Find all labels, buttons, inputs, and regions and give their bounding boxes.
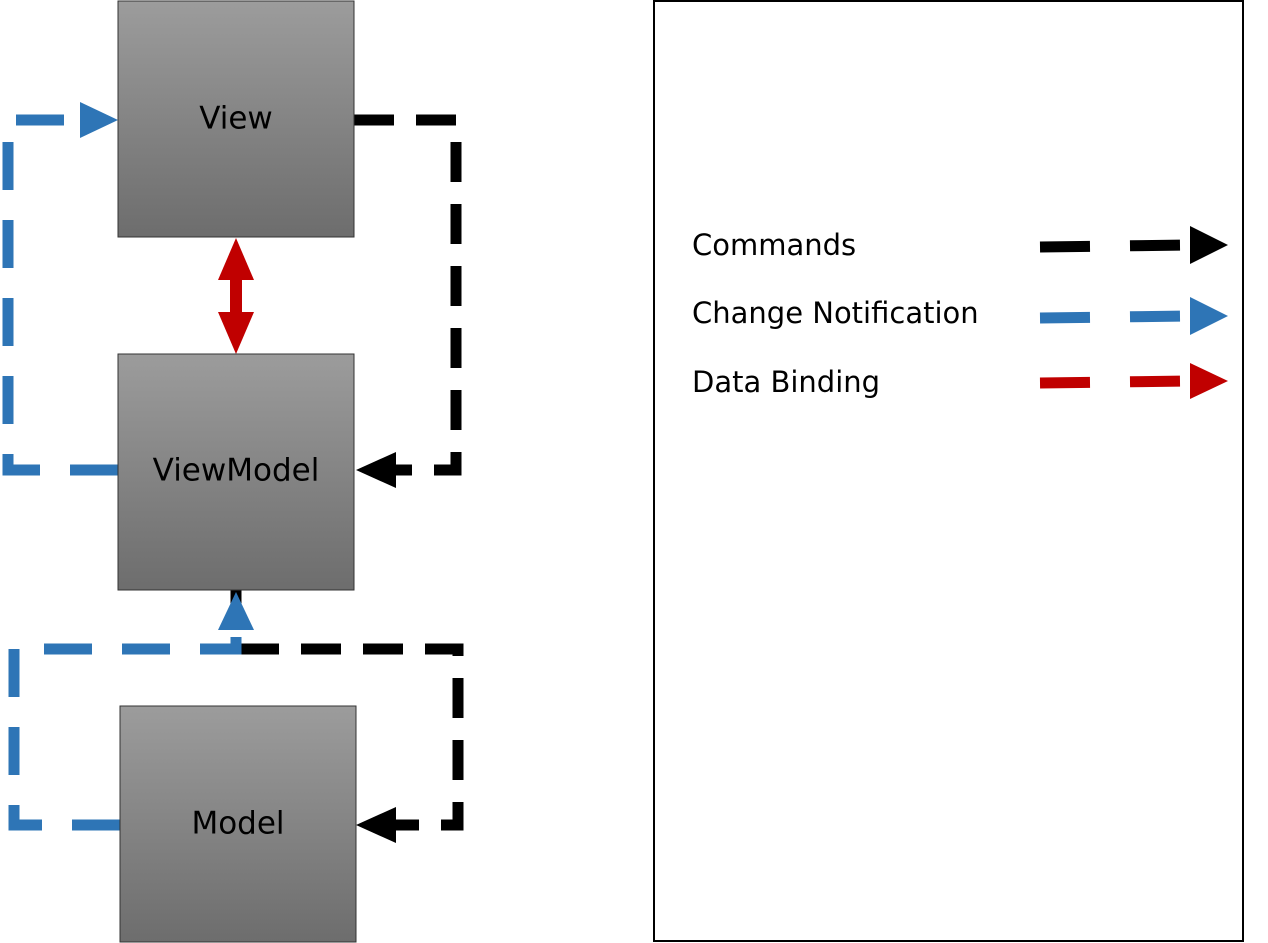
change-notification-arrowhead-view bbox=[80, 102, 118, 138]
legend: Commands Change Notification Data Bindin… bbox=[653, 0, 1244, 942]
legend-item-change-notification: Change Notification bbox=[692, 296, 1228, 335]
legend-label-data-binding: Data Binding bbox=[692, 365, 880, 399]
model-box bbox=[119, 705, 357, 943]
data-binding-arrowhead-down bbox=[218, 312, 254, 354]
node-view: View bbox=[117, 0, 355, 238]
legend-label-commands: Commands bbox=[692, 228, 856, 262]
legend-swatch-commands bbox=[1039, 239, 1191, 253]
commands-connector-view-to-viewmodel bbox=[354, 114, 462, 476]
legend-arrowhead-commands bbox=[1190, 226, 1228, 264]
legend-item-data-binding: Data Binding bbox=[692, 363, 1228, 399]
connectors bbox=[2, 102, 464, 843]
commands-arrowhead-viewmodel bbox=[356, 452, 396, 488]
legend-arrowhead-change-notification bbox=[1190, 297, 1228, 335]
legend-label-change-notification: Change Notification bbox=[692, 296, 979, 330]
legend-arrowhead-data-binding bbox=[1190, 363, 1228, 399]
commands-arrowhead-model bbox=[356, 807, 396, 843]
view-box bbox=[117, 0, 355, 238]
view-label: View bbox=[199, 101, 273, 137]
node-model: Model bbox=[119, 705, 357, 943]
viewmodel-label: ViewModel bbox=[153, 453, 320, 489]
data-binding-arrowhead-up bbox=[218, 238, 254, 280]
change-notification-connector-viewmodel-to-view bbox=[2, 114, 118, 476]
node-viewmodel: ViewModel bbox=[117, 353, 355, 591]
legend-swatch-change-notification bbox=[1039, 310, 1191, 324]
legend-swatch-data-binding bbox=[1039, 375, 1191, 389]
change-notification-arrowhead-viewmodel bbox=[218, 592, 254, 630]
model-label: Model bbox=[191, 806, 284, 842]
legend-frame bbox=[653, 0, 1244, 942]
viewmodel-box bbox=[117, 353, 355, 591]
change-notification-connector-model-to-viewmodel bbox=[8, 630, 242, 831]
legend-item-commands: Commands bbox=[692, 226, 1228, 264]
